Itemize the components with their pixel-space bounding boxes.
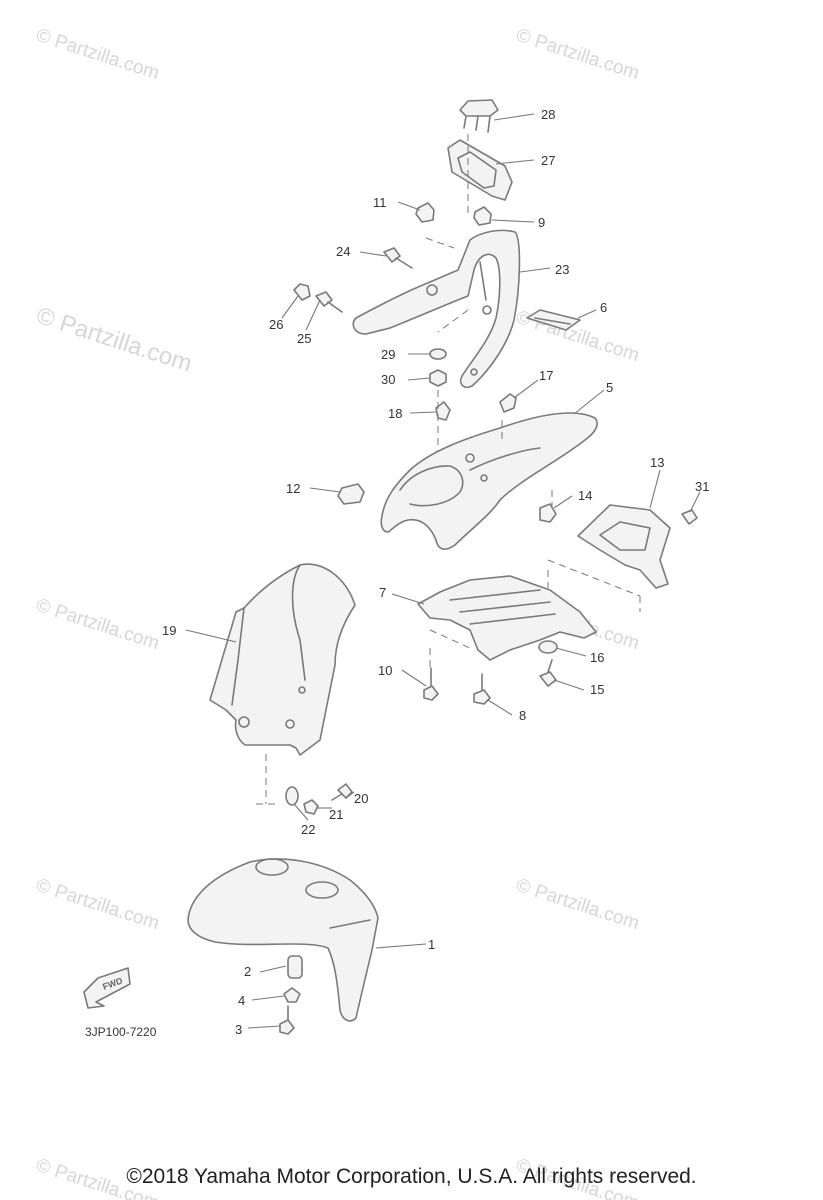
part-13-bracket: [577, 504, 671, 589]
watermark: © Partzilla.com: [33, 595, 161, 655]
part-10-bolt: [423, 667, 439, 701]
callout-5: 5: [606, 380, 613, 395]
assembly-lines: [256, 134, 641, 805]
part-27-plate: [447, 139, 513, 201]
callout-23: 23: [555, 262, 569, 277]
diagram-code: 3JP100-7220: [85, 1025, 157, 1039]
callout-7: 7: [379, 585, 386, 600]
part-23-grab-bar: [352, 229, 521, 389]
part-15-bolt: [539, 659, 557, 687]
part-30-nut: [429, 369, 447, 387]
callout-15: 15: [590, 682, 604, 697]
part-24-bolt: [383, 247, 413, 269]
leader-lines: [185, 113, 701, 1029]
callout-10: 10: [378, 663, 392, 678]
callout-12: 12: [286, 481, 300, 496]
part-19-mudguard: [209, 563, 356, 756]
part-3-bolt: [279, 1005, 295, 1035]
callout-9: 9: [538, 215, 545, 230]
callout-20: 20: [354, 791, 368, 806]
part-20-bolt: [331, 783, 353, 801]
callout-29: 29: [381, 347, 395, 362]
part-28-bracket: [459, 99, 499, 133]
callout-24: 24: [336, 244, 350, 259]
callout-1: 1: [428, 937, 435, 952]
part-22-washer: [285, 786, 299, 806]
callout-6: 6: [600, 300, 607, 315]
part-12-connector: [337, 483, 365, 505]
part-6-label: [526, 309, 581, 331]
part-9-nut: [473, 206, 492, 226]
part-14-grommet: [539, 503, 557, 523]
callout-11: 11: [373, 195, 387, 210]
callout-14: 14: [578, 488, 592, 503]
callout-25: 25: [297, 331, 311, 346]
part-31-clip: [681, 509, 698, 525]
callout-21: 21: [329, 807, 343, 822]
part-2-collar: [287, 955, 303, 979]
watermark: © Partzilla.com: [513, 875, 641, 935]
callout-28: 28: [541, 107, 555, 122]
watermark: © Partzilla.com: [33, 875, 161, 935]
callout-22: 22: [301, 822, 315, 837]
watermark: © Partzilla.com: [33, 302, 195, 378]
callout-18: 18: [388, 406, 402, 421]
part-11-nut: [415, 202, 435, 223]
fwd-arrow-icon: FWD: [83, 967, 131, 1009]
callout-labels: 28 27 11 9 24 23 26 25 6 29 30 17 18 5 1…: [162, 107, 709, 1037]
callout-13: 13: [650, 455, 664, 470]
callout-8: 8: [519, 708, 526, 723]
watermark: © Partzilla.com: [33, 25, 161, 85]
part-29-washer: [429, 348, 447, 360]
callout-30: 30: [381, 372, 395, 387]
callout-16: 16: [590, 650, 604, 665]
callout-17: 17: [539, 368, 553, 383]
callout-19: 19: [162, 623, 176, 638]
callout-31: 31: [695, 479, 709, 494]
copyright-notice: ©2018 Yamaha Motor Corporation, U.S.A. A…: [126, 1165, 697, 1188]
part-26-cap: [293, 283, 311, 301]
watermark: © Partzilla.com: [513, 25, 641, 85]
callout-3: 3: [235, 1022, 242, 1037]
part-21-nut: [303, 799, 319, 815]
callout-2: 2: [244, 964, 251, 979]
part-4-nut: [283, 987, 301, 1003]
part-7-inner-fender: [417, 575, 597, 661]
callout-4: 4: [238, 993, 245, 1008]
callout-27: 27: [541, 153, 555, 168]
part-1-front-fender: [187, 858, 379, 1022]
part-17-clip: [499, 393, 517, 413]
part-8-bolt: [473, 673, 491, 705]
part-5-rear-fender: [380, 412, 598, 550]
callout-26: 26: [269, 317, 283, 332]
part-25-bolt: [315, 291, 343, 313]
part-16-washer: [538, 640, 558, 654]
